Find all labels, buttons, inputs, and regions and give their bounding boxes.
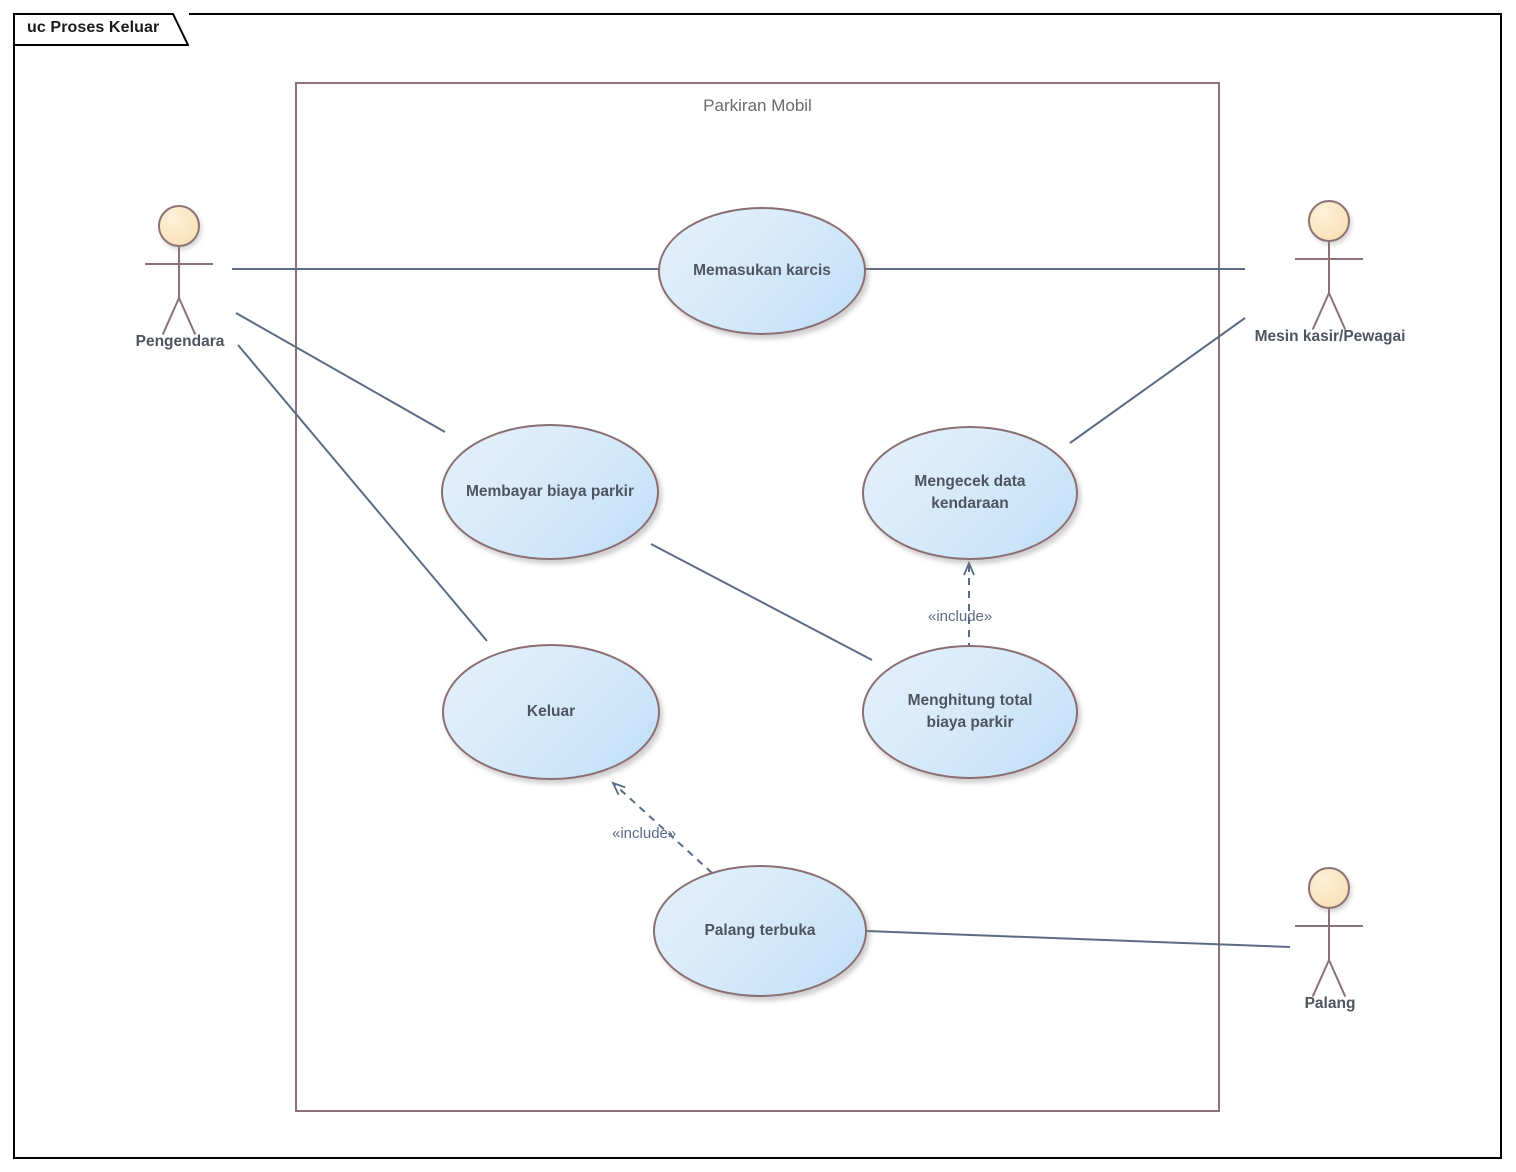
diagram-title-tab: uc Proses Keluar xyxy=(13,13,189,46)
actor-label: Pengendara xyxy=(135,333,225,350)
actor-mesin-kasir-pewagai[interactable]: Mesin kasir/Pewagai xyxy=(1255,200,1405,345)
actor-label: Mesin kasir/Pewagai xyxy=(1254,328,1406,345)
use-case-label: Membayar biaya parkir xyxy=(465,482,634,500)
actor-head-icon xyxy=(1308,867,1350,909)
use-case-palang-terbuka[interactable]: Palang terbuka xyxy=(653,865,867,997)
use-case-label: Mengecek data kendaraan xyxy=(914,472,1026,512)
actor-body-icon xyxy=(1328,909,1330,961)
diagram-frame xyxy=(13,13,1502,1159)
actor-pengendara[interactable]: Pengendara xyxy=(125,205,235,350)
actor-stick-figure-icon xyxy=(1275,867,1385,997)
use-case-mengecek-data-kendaraan[interactable]: Mengecek data kendaraan xyxy=(862,426,1078,560)
actor-palang[interactable]: Palang xyxy=(1275,867,1385,1012)
include-label-mengecek: «include» xyxy=(928,608,993,625)
actor-head-icon xyxy=(1308,200,1350,242)
diagram-title: uc Proses Keluar xyxy=(27,19,160,36)
use-case-keluar[interactable]: Keluar xyxy=(442,644,660,780)
actor-body-icon xyxy=(178,247,180,299)
use-case-label: Memasukan karcis xyxy=(693,261,831,279)
system-boundary-label: Parkiran Mobil xyxy=(703,96,812,115)
actor-label: Palang xyxy=(1304,995,1356,1012)
use-case-label: Keluar xyxy=(526,702,576,720)
use-case-label: Palang terbuka xyxy=(704,921,816,939)
use-case-label: Menghitung total biaya parkir xyxy=(907,691,1033,731)
title-tab-shape xyxy=(13,13,189,46)
actor-stick-figure-icon xyxy=(1275,200,1385,330)
actor-body-icon xyxy=(1328,242,1330,294)
actor-head-icon xyxy=(158,205,200,247)
use-case-menghitung-total-biaya-parkir[interactable]: Menghitung total biaya parkir xyxy=(862,645,1078,779)
actor-stick-figure-icon xyxy=(125,205,235,335)
include-label-keluar: «include» xyxy=(612,825,677,842)
use-case-membayar-biaya-parkir[interactable]: Membayar biaya parkir xyxy=(441,424,659,560)
use-case-memasukan-karcis[interactable]: Memasukan karcis xyxy=(658,207,866,335)
